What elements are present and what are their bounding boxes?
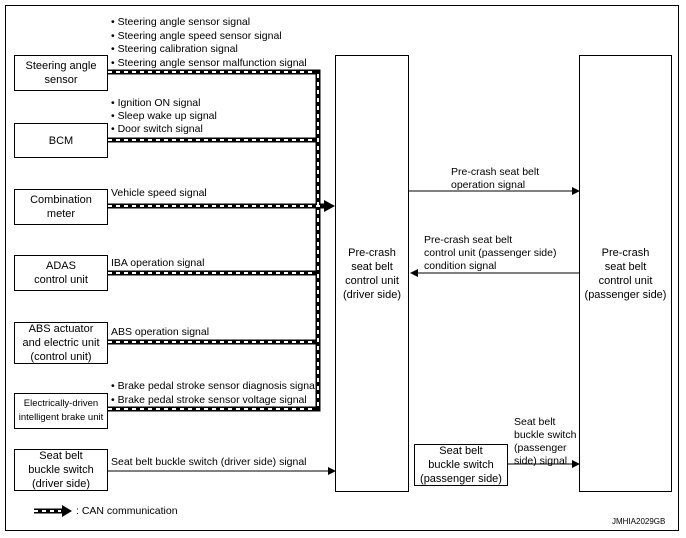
vehicle-speed-signal: Vehicle speed signal <box>111 187 207 199</box>
can-bus-arrowhead <box>324 200 335 212</box>
precrash-control-unit-driver-box: Pre-crash seat belt control unit (driver… <box>335 55 409 492</box>
legend-can-label: : CAN communication <box>76 505 178 517</box>
abs-actuator-box: ABS actuator and electric unit (control … <box>14 322 108 364</box>
can-bus-lines <box>108 69 335 412</box>
buckle-driver-signal: Seat belt buckle switch (driver side) si… <box>111 456 307 468</box>
condition-signal: Pre-crash seat belt control unit (passen… <box>424 234 557 272</box>
reference-code: JMHIA2029GB <box>612 517 666 526</box>
steering-signal-2: • Steering angle speed sensor signal <box>111 30 282 42</box>
seat-belt-buckle-switch-driver-box: Seat belt buckle switch (driver side) <box>14 449 108 491</box>
buckle-passenger-signal: Seat belt buckle switch (passenger side)… <box>514 416 577 467</box>
brake-signal-2: • Brake pedal stroke sensor voltage sign… <box>111 394 307 406</box>
bcm-signal-3: • Door switch signal <box>111 123 203 135</box>
bcm-signal-1: • Ignition ON signal <box>111 97 201 109</box>
steering-signal-3: • Steering calibration signal <box>111 43 238 55</box>
steering-signal-4: • Steering angle sensor malfunction sign… <box>111 57 307 69</box>
intelligent-brake-unit-box: Electrically-driven intelligent brake un… <box>14 393 108 429</box>
combination-meter-box: Combination meter <box>14 189 108 225</box>
abs-operation-signal: ABS operation signal <box>111 326 210 338</box>
legend-can-symbol <box>34 505 72 517</box>
bcm-signal-2: • Sleep wake up signal <box>111 110 217 122</box>
operation-signal: Pre-crash seat belt operation signal <box>451 166 540 191</box>
brake-signal-1: • Brake pedal stroke sensor diagnosis si… <box>111 380 318 392</box>
diagram-frame <box>5 5 679 531</box>
precrash-control-unit-passenger-box: Pre-crash seat belt control unit (passen… <box>579 55 672 492</box>
steering-signal-1: • Steering angle sensor signal <box>111 16 251 28</box>
steering-angle-sensor-box: Steering angle sensor <box>14 55 108 91</box>
iba-operation-signal: IBA operation signal <box>111 257 205 269</box>
adas-control-unit-box: ADAS control unit <box>14 255 108 291</box>
bcm-box: BCM <box>14 123 108 158</box>
seat-belt-buckle-switch-passenger-box: Seat belt buckle switch (passenger side) <box>414 444 508 486</box>
